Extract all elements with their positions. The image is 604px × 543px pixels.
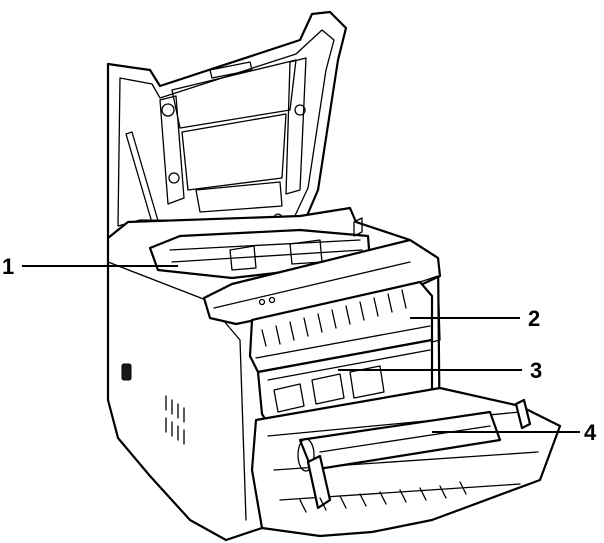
- callout-1: 1: [2, 254, 178, 279]
- callout-number-2: 2: [528, 306, 540, 331]
- callout-number-3: 3: [530, 358, 542, 383]
- side-vents: [165, 395, 185, 445]
- callout-4: 4: [432, 420, 597, 445]
- callout-number-4: 4: [584, 420, 597, 445]
- printer-illustration: [106, 10, 562, 542]
- front-lip: [202, 238, 442, 326]
- callout-3: 3: [338, 358, 542, 383]
- callout-number-1: 1: [2, 254, 14, 279]
- callout-2: 2: [410, 306, 540, 331]
- open-front-door: [250, 386, 562, 538]
